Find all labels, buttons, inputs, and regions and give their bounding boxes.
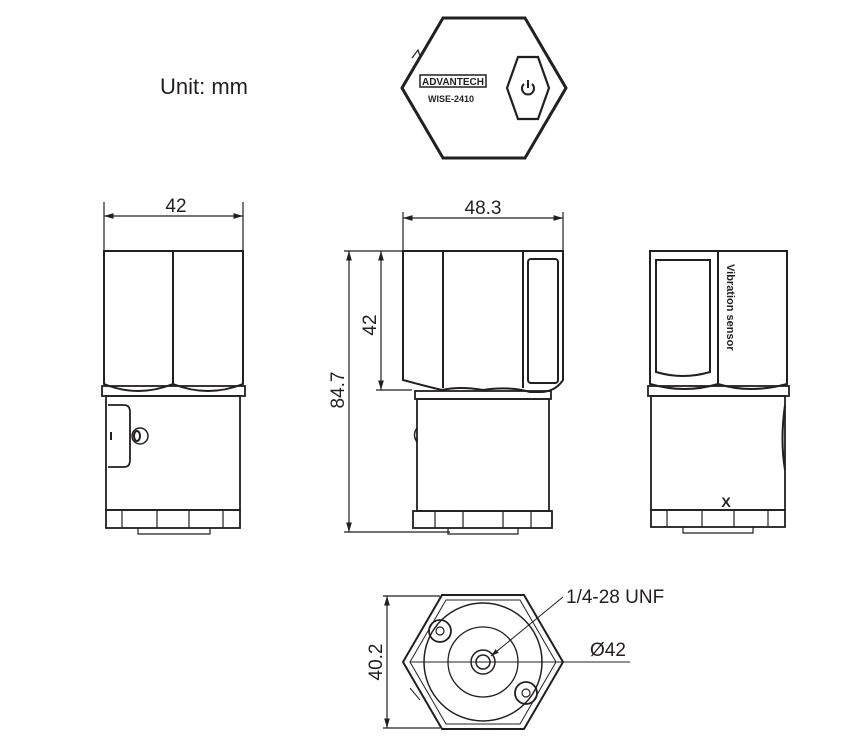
diameter-label: Ø42	[590, 640, 626, 661]
brand-text: ADVANTECH	[422, 77, 484, 88]
vibration-sensor-label: Vibration sensor	[724, 264, 736, 351]
bottom-view	[383, 594, 630, 730]
model-text: WISE-2410	[428, 94, 474, 104]
power-icon	[521, 80, 535, 96]
brand-box	[419, 74, 487, 88]
dim-bottom-height: 40.2	[366, 644, 387, 681]
dim-front-top-height: 42	[360, 314, 381, 335]
power-button	[505, 55, 551, 121]
top-view	[400, 16, 568, 160]
right-view	[647, 250, 790, 534]
axis-x-mark: X	[721, 494, 731, 510]
dim-left-width: 42	[165, 196, 186, 217]
dim-front-width: 48.3	[465, 198, 502, 219]
unit-label: Unit: mm	[160, 74, 248, 99]
left-view	[101, 202, 246, 535]
front-view	[344, 212, 564, 535]
thread-label: 1/4-28 UNF	[566, 587, 664, 608]
dim-total-height: 84.7	[328, 372, 349, 409]
